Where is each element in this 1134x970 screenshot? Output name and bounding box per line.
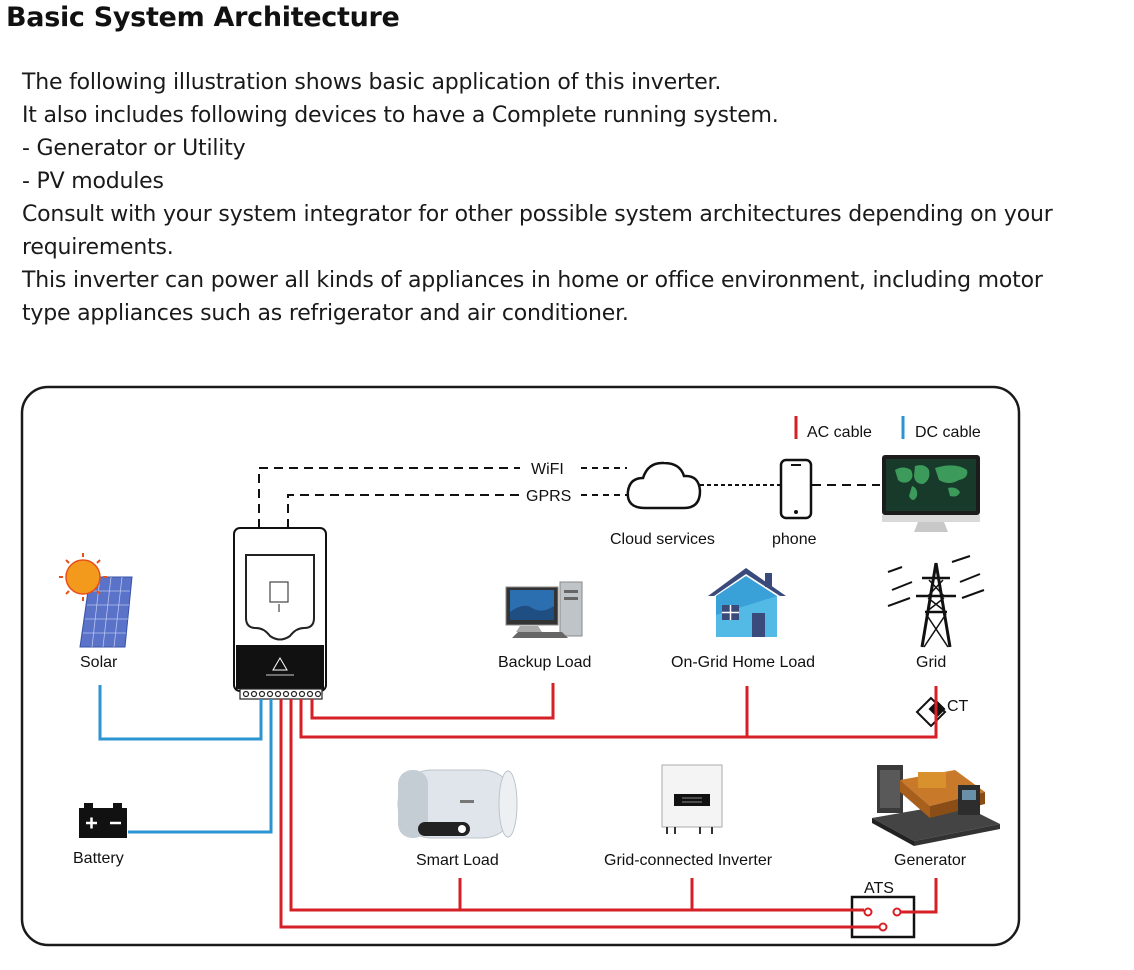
intro-line: - Generator or Utility: [22, 136, 246, 161]
wifi-link: [258, 467, 520, 528]
on-grid-home-load-label: On-Grid Home Load: [671, 654, 815, 671]
intro-line: requirements.: [22, 235, 174, 260]
page-title: Basic System Architecture: [6, 2, 400, 33]
gprs-label: GPRS: [526, 488, 571, 505]
ac-cable-backup: [310, 683, 555, 720]
backup-load-pc-icon: [505, 581, 583, 638]
home-icon: [708, 568, 786, 637]
legend-ac-label: AC cable: [807, 424, 872, 441]
ac-cable-ats: [279, 699, 879, 929]
battery-label: Battery: [73, 850, 124, 867]
smart-load-heater-icon: [397, 769, 518, 839]
wifi-label: WiFI: [531, 461, 564, 478]
ac-cable-generator: [901, 878, 938, 914]
grid-inverter-label: Grid-connected Inverter: [604, 852, 773, 869]
gprs-link: [287, 494, 520, 528]
grid-tower-icon: [887, 555, 985, 648]
legend-dc-label: DC cable: [915, 424, 981, 441]
phone-icon: [779, 458, 813, 520]
grid-label: Grid: [916, 654, 946, 671]
battery-icon: [79, 803, 127, 838]
dc-cable-solar: [98, 685, 263, 741]
intro-line: The following illustration shows basic a…: [22, 70, 722, 95]
intro-line: - PV modules: [22, 169, 164, 194]
generator-icon: [872, 765, 1000, 846]
cloud-icon: [626, 461, 702, 510]
ats-switch: [850, 895, 916, 939]
ct-label: CT: [947, 698, 969, 715]
monitor-icon: [882, 455, 980, 532]
solar-panel-icon: [59, 553, 133, 648]
communication-links: [258, 467, 880, 528]
smart-load-label: Smart Load: [416, 852, 499, 869]
intro-text: The following illustration shows basic a…: [22, 66, 1053, 330]
dc-cables: [98, 685, 273, 834]
ac-cable-grid: [299, 686, 938, 739]
backup-load-label: Backup Load: [498, 654, 591, 671]
ac-cables: [279, 683, 938, 929]
ac-cable-smart-gen: [289, 699, 864, 912]
solar-label: Solar: [80, 654, 118, 671]
phone-label: phone: [772, 531, 817, 548]
intro-line: This inverter can power all kinds of app…: [22, 268, 1043, 293]
dc-cable-battery: [128, 699, 273, 834]
diagram-frame: [20, 385, 1021, 947]
cloud-label: Cloud services: [610, 531, 715, 548]
generator-label: Generator: [894, 852, 967, 869]
intro-line: It also includes following devices to ha…: [22, 103, 779, 128]
legend: AC cable DC cable: [794, 416, 981, 441]
hybrid-inverter: [233, 527, 327, 700]
intro-line: type appliances such as refrigerator and…: [22, 301, 629, 326]
ats-label: ATS: [864, 880, 894, 897]
intro-line: Consult with your system integrator for …: [22, 202, 1053, 227]
ct-sensor-icon: [915, 696, 947, 728]
grid-inverter-icon: [661, 764, 723, 834]
